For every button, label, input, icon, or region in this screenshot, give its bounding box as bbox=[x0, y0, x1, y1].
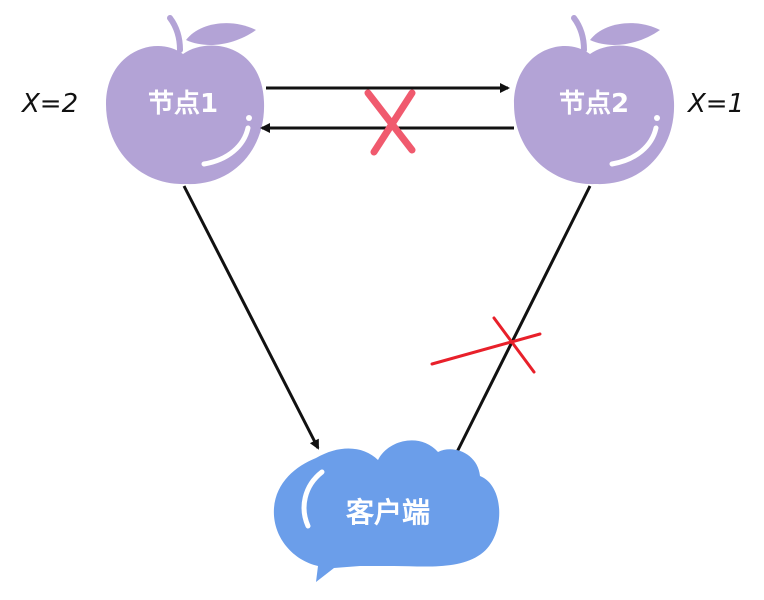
node-2-highlight-dot bbox=[654, 115, 660, 121]
node-1-label: 节点1 bbox=[148, 88, 218, 119]
blocked-cross-icon bbox=[430, 316, 542, 374]
node-2: 节点2 bbox=[514, 15, 675, 185]
node-2-highlight bbox=[609, 125, 659, 167]
node-2-apple-body bbox=[514, 45, 675, 185]
client-cloud: 客户端 bbox=[273, 440, 500, 582]
arrow-node1-to-client bbox=[182, 185, 320, 450]
node-1-apple-body bbox=[106, 45, 265, 185]
node-1: 节点1 bbox=[106, 15, 265, 185]
node-2-leaf bbox=[590, 23, 660, 45]
partition-cross-icon bbox=[364, 89, 416, 156]
arrow-node2-to-client bbox=[444, 185, 592, 476]
client-cloud-shape bbox=[273, 440, 500, 582]
node-2-stem bbox=[571, 15, 587, 53]
node-1-stem bbox=[167, 15, 183, 53]
node-1-highlight-dot bbox=[246, 115, 252, 121]
node-2-label: 节点2 bbox=[559, 88, 629, 119]
node-1-leaf bbox=[186, 23, 256, 45]
client-cloud-highlight bbox=[301, 469, 325, 529]
node-1-highlight bbox=[201, 125, 251, 167]
node-1-value-label: X=2 bbox=[20, 89, 78, 119]
node-2-value-label: X=1 bbox=[686, 89, 744, 119]
client-label: 客户端 bbox=[346, 496, 430, 529]
